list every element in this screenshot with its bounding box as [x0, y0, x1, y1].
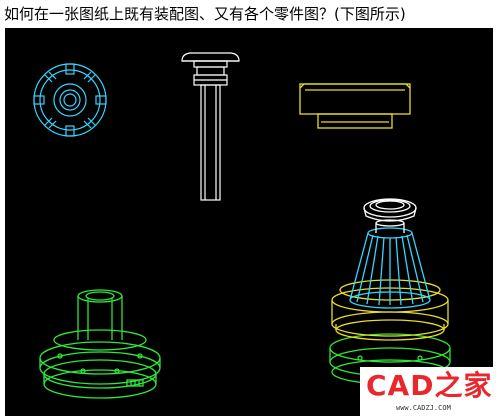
- cad-drawing-canvas: [33, 52, 451, 399]
- logo-main-text: CAD之家: [366, 369, 493, 402]
- cap-part[interactable]: [299, 83, 411, 129]
- collet-top-view[interactable]: [33, 63, 107, 137]
- logo-url-text: www.CADZJ.COM: [396, 404, 451, 412]
- assembly[interactable]: [329, 198, 451, 385]
- cad-home-logo: CAD之家 www.CADZJ.COM: [360, 367, 496, 417]
- pin-part[interactable]: [181, 52, 240, 201]
- page-title: 如何在一张图纸上既有装配图、又有各个零件图？(下图所示): [4, 5, 406, 23]
- base-part[interactable]: [39, 289, 161, 399]
- cad-viewport[interactable]: [5, 28, 493, 416]
